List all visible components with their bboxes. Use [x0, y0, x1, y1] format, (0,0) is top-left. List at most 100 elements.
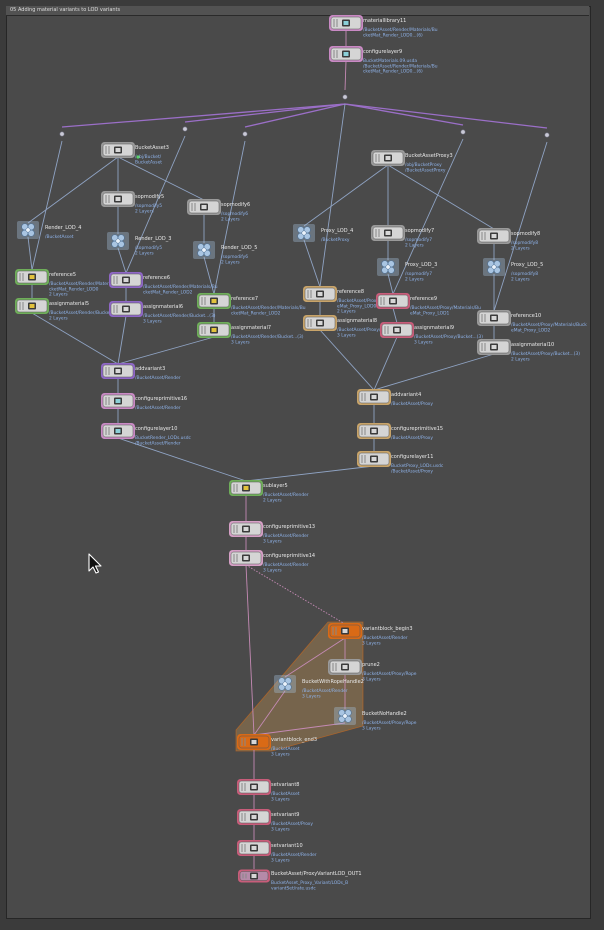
wire-d_merge-to-d5 [344, 103, 548, 129]
node-Proxy_LOD_4[interactable]: Proxy_LOD_4/BucketProxy [293, 224, 353, 243]
wire-d3-to-reference7 [213, 140, 246, 295]
node-BucketAssetProxyVariantLOD_OUT1[interactable]: BucketAsset/ProxyVariantLOD_OUT1BucketAs… [238, 869, 362, 892]
node-subtext: 2 Layers [135, 250, 154, 256]
reference-icon [113, 276, 130, 284]
node-reference8[interactable]: reference8/BucketAsset/Proxy/Materials/B… [303, 286, 408, 315]
node-subtext: /BucketAsset/Render/Materials/Bu [231, 305, 306, 311]
assignmaterial-icon [384, 326, 401, 334]
setvariant-icon [241, 813, 258, 821]
node-configurelayer11[interactable]: configurelayer11BucketProxy_LODs.usdc/Bu… [357, 451, 444, 474]
node-reference6[interactable]: reference6/BucketAsset/Render/Materials/… [109, 272, 218, 295]
reference-icon [307, 290, 324, 298]
node-BucketAssetProxy3[interactable]: BucketAssetProxy3/obj/BucketProxy/Bucket… [371, 150, 453, 173]
node-assignmaterial6[interactable]: assignmaterial6/BucketAsset/Render/Bucke… [109, 301, 216, 324]
node-configureprimitive14[interactable]: configureprimitive14/BucketAsset/Render3… [229, 550, 315, 573]
polyreduce-icon [274, 675, 296, 693]
node-addvariant3[interactable]: addvariant3/BucketAsset/Render [101, 363, 181, 381]
polyreduce-icon [17, 221, 39, 239]
node-subtext: /BucketAsset/Proxy/Rope [362, 720, 417, 726]
node-subtext: /BucketAsset/Proxy [391, 468, 433, 474]
network-editor-pane[interactable] [6, 6, 591, 919]
node-subtext: /BucketAsset/Proxy/Materials/Buck [511, 322, 587, 328]
node-BucketAsset3[interactable]: BucketAsset3/obj/Bucket/BucketAsset [101, 142, 169, 165]
node-subtext: /sopmodify5 [135, 203, 162, 209]
network-box-title-bar[interactable]: 05 Adding material variants to LOD varia… [6, 6, 589, 16]
configure-icon [233, 525, 250, 533]
polyreduce-icon [293, 224, 315, 242]
node-materiallibrary11[interactable]: materiallibrary11/BucketAsset/Render/Mat… [329, 15, 438, 38]
node-label: BucketNoHandle2 [362, 711, 407, 717]
node-BucketWithRopeHandle2[interactable]: BucketWithRopeHandle2/BucketAsset/Render… [274, 675, 364, 699]
wire-dot[interactable] [242, 131, 248, 137]
node-setvariant9[interactable]: setvariant9/BucketAsset/Proxy3 Layers [237, 809, 313, 832]
wire-configurelayer11-to-sublayer5 [245, 465, 375, 482]
node-subtext: /BucketAsset/Render [135, 440, 181, 446]
configure-icon [361, 427, 378, 435]
node-Render_LOD_4[interactable]: Render_LOD_4/BucketAsset [17, 221, 81, 240]
node-subtext: eMat_Proxy_LOD0 [337, 303, 376, 309]
node-subtext: /BucketAsset/Render [135, 405, 181, 411]
node-assignmaterial8[interactable]: assignmaterial8/BucketAsset/Proxy/Bucket… [303, 315, 406, 338]
node-subtext: 2 Layers [337, 309, 356, 315]
node-configurelayer10[interactable]: configurelayer10BucketRender_LODs.usdc/B… [101, 423, 192, 446]
node-configureprimitive15[interactable]: configureprimitive15/BucketAsset/Proxy [357, 423, 443, 441]
node-subtext: 3 Layers [302, 693, 321, 699]
node-reference10[interactable]: reference10/BucketAsset/Proxy/Materials/… [477, 310, 587, 333]
configure-icon [233, 554, 250, 562]
polyreduce-icon [107, 232, 129, 250]
wire-reference9-to-assignmaterial9 [392, 307, 398, 324]
node-configureprimitive16[interactable]: configureprimitive16/BucketAsset/Render [101, 393, 187, 411]
node-label: assignmaterial9 [414, 325, 454, 331]
node-configurelayer9[interactable]: configurelayer9BucketMaterials.09.usda/B… [329, 46, 438, 75]
wire-dot[interactable] [342, 94, 348, 100]
node-variantblock_begin3[interactable]: variantblock_begin3/BucketAsset/Render3 … [328, 623, 413, 646]
node-label: setvariant10 [271, 843, 303, 849]
node-BucketNoHandle2[interactable]: BucketNoHandle2/BucketAsset/Proxy/Rope3 … [334, 707, 417, 731]
node-subtext: /BucketAsset/Render [135, 375, 181, 381]
node-reference9[interactable]: reference9/BucketAsset/Proxy/Materials/B… [376, 293, 481, 316]
node-assignmaterial5[interactable]: assignmaterial5/BucketAsset/Render/Bucke… [15, 298, 122, 321]
network-box-title: 05 Adding material variants to LOD varia… [10, 7, 121, 13]
variant-block-region [235, 621, 364, 752]
node-variantblock_end3[interactable]: variantblock_end3/BucketAsset3 Layers [237, 734, 317, 757]
wire-dot[interactable] [544, 132, 550, 138]
polyreduce-icon [377, 258, 399, 276]
node-configureprimitive13[interactable]: configureprimitive13/BucketAsset/Render3… [229, 521, 315, 544]
node-subtext: 2 Layers [263, 497, 282, 503]
node-subtext: /BucketAsset/Render/Bucket...(3) [49, 310, 122, 316]
wire-dot[interactable] [59, 131, 65, 137]
node-setvariant8[interactable]: setvariant8/BucketAsset3 Layers [237, 779, 300, 802]
node-label: sopmodify5 [135, 194, 164, 200]
node-subtext: 2 Layers [511, 356, 530, 362]
node-assignmaterial9[interactable]: assignmaterial9/BucketAsset/Proxy/Bucket… [380, 322, 483, 345]
node-subtext: /BucketAsset/Proxy/Materials/Bu [337, 298, 408, 304]
node-subtext: /BucketAsset/Render/Materials/Bu [363, 27, 438, 33]
node-subtext: 2 Layers [405, 242, 424, 248]
node-subtext: /BucketAsset/Render/Materials/Bu [363, 63, 438, 69]
node-addvariant4[interactable]: addvariant4/BucketAsset/Proxy [357, 389, 433, 407]
node-assignmaterial10[interactable]: assignmaterial10/BucketAsset/Proxy/Bucke… [477, 339, 580, 362]
wire-dot[interactable] [182, 126, 188, 132]
node-label: assignmaterial7 [231, 325, 271, 331]
wire-dot[interactable] [460, 129, 466, 135]
node-reference5[interactable]: reference5/BucketAsset/Render/Materials/… [15, 269, 124, 298]
node-label: addvariant4 [391, 392, 421, 398]
wire-BucketNoHandle2-to-variantblock_end3 [253, 722, 346, 736]
node-subtext: /BucketAsset/Proxy [391, 435, 433, 441]
node-subtext: cketMat_Render_LOD2 [143, 289, 193, 295]
wire-Render_LOD_3-to-reference6 [117, 247, 127, 274]
node-assignmaterial7[interactable]: assignmaterial7/BucketAsset/Render/Bucke… [197, 322, 304, 345]
node-reference7[interactable]: reference7/BucketAsset/Render/Materials/… [197, 293, 306, 316]
